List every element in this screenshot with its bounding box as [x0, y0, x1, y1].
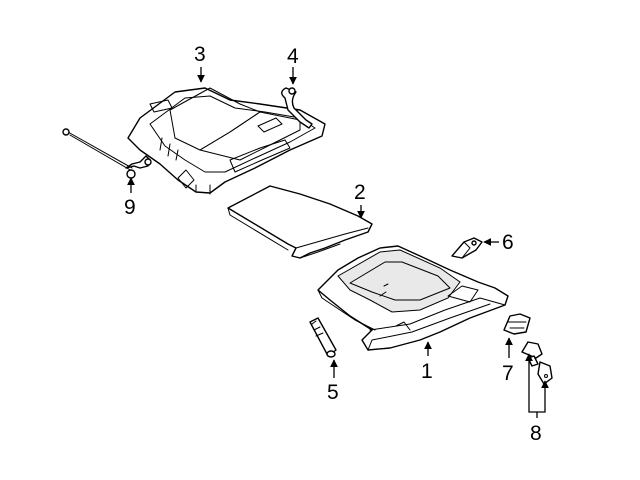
callout-2: 2	[354, 181, 366, 204]
callout-6: 6	[502, 231, 514, 254]
part-6-bracket	[451, 237, 483, 259]
callout-3: 3	[194, 43, 206, 66]
part-9-cable	[62, 128, 152, 179]
part-2-lid-panel	[227, 185, 373, 259]
part-5-damper	[309, 317, 337, 358]
part-3-housing	[127, 87, 326, 195]
part-7-striker	[503, 313, 531, 335]
leader-lines	[127, 67, 549, 418]
part-4-strap	[281, 87, 313, 129]
callout-9: 9	[124, 196, 136, 219]
callout-7: 7	[502, 362, 514, 385]
callout-1: 1	[421, 360, 433, 383]
callout-4: 4	[287, 45, 299, 68]
callout-5: 5	[327, 381, 339, 404]
callout-8: 8	[530, 422, 542, 445]
part-8-lock-and-key	[521, 341, 553, 385]
part-1-bin	[317, 245, 509, 351]
